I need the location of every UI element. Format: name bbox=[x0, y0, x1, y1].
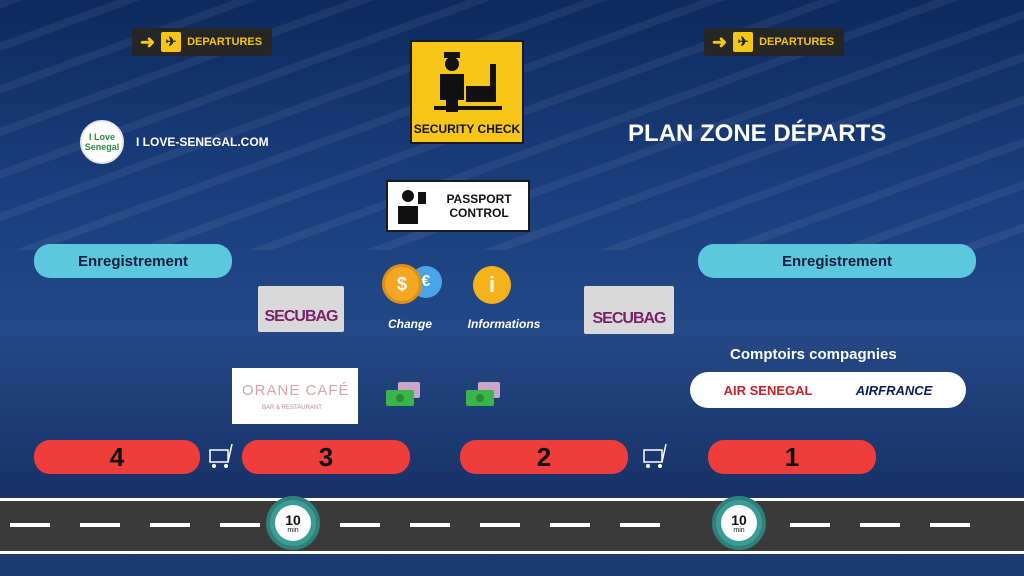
info-icon: i bbox=[473, 266, 511, 304]
luggage-cart-icon bbox=[643, 443, 667, 468]
timer-icon: 10 min bbox=[712, 496, 766, 550]
passport-label: PASSPORT bbox=[446, 192, 512, 206]
site-name: I LOVE-SENEGAL.COM bbox=[136, 135, 269, 149]
orane-cafe-name: ORANE CAFÉ bbox=[242, 381, 350, 399]
arrow-right-icon: ➜ bbox=[140, 31, 156, 52]
security-officer-icon bbox=[434, 52, 502, 112]
secubag-right: SECUBAG bbox=[584, 286, 674, 334]
control-label: CONTROL bbox=[449, 206, 509, 220]
payment-icon bbox=[386, 382, 420, 406]
departures-label: DEPARTURES bbox=[759, 36, 835, 48]
zone-2-pill: 2 bbox=[460, 440, 628, 474]
orane-cafe-subtitle: BAR & RESTAURANT bbox=[262, 404, 322, 411]
logo-text: I Love bbox=[88, 132, 115, 142]
informations-label: Informations bbox=[467, 317, 541, 331]
timer-unit: min bbox=[287, 526, 299, 534]
secubag-label: SECUBAG bbox=[592, 310, 666, 327]
airlines-banner: AIR SENEGAL AIRFRANCE bbox=[690, 372, 966, 408]
luggage-cart-icon bbox=[209, 443, 233, 468]
change-label: Change bbox=[387, 317, 432, 331]
timer-icon: 10 min bbox=[266, 496, 320, 550]
dollar-coin-icon: $ bbox=[382, 264, 422, 304]
departures-sign-right: ➜ ✈ DEPARTURES bbox=[704, 28, 844, 56]
secubag-left: SECUBAG bbox=[258, 286, 344, 332]
security-check-label: SECURITY CHECK bbox=[413, 122, 521, 136]
comptoirs-label: Comptoirs compagnies bbox=[730, 346, 897, 363]
zone-1-pill: 1 bbox=[708, 440, 876, 474]
passport-officer-icon bbox=[398, 190, 426, 224]
zone-3-pill: 3 bbox=[242, 440, 410, 474]
timer-value: 10 bbox=[731, 511, 747, 528]
timer-value: 10 bbox=[285, 511, 301, 528]
payment-icon bbox=[466, 382, 500, 406]
zone-4-pill: 4 bbox=[34, 440, 200, 474]
walkway-road bbox=[0, 498, 1024, 554]
departures-sign-left: ➜ ✈ DEPARTURES bbox=[132, 28, 272, 56]
secubag-label: SECUBAG bbox=[264, 308, 338, 325]
timer-unit: min bbox=[733, 526, 745, 534]
page-title: PLAN ZONE DÉPARTS bbox=[628, 120, 887, 147]
air-france-logo: AIRFRANCE bbox=[855, 382, 933, 398]
security-check-sign: SECURITY CHECK bbox=[410, 40, 524, 144]
plane-icon: ✈ bbox=[733, 32, 754, 52]
i-love-senegal-logo: I Love Senegal bbox=[80, 120, 124, 164]
arrow-right-icon: ➜ bbox=[712, 31, 728, 52]
air-senegal-logo: AIR SENEGAL bbox=[723, 382, 813, 398]
change-icon: € $ bbox=[380, 262, 450, 308]
passport-control-sign: PASSPORT CONTROL bbox=[386, 180, 530, 232]
checkin-right-pill: Enregistrement bbox=[698, 244, 976, 278]
logo-text: Senegal bbox=[84, 142, 120, 152]
departures-label: DEPARTURES bbox=[187, 36, 263, 48]
checkin-left-pill: Enregistrement bbox=[34, 244, 232, 278]
plane-icon: ✈ bbox=[161, 32, 182, 52]
orane-cafe-logo: ORANE CAFÉ BAR & RESTAURANT bbox=[232, 368, 358, 424]
